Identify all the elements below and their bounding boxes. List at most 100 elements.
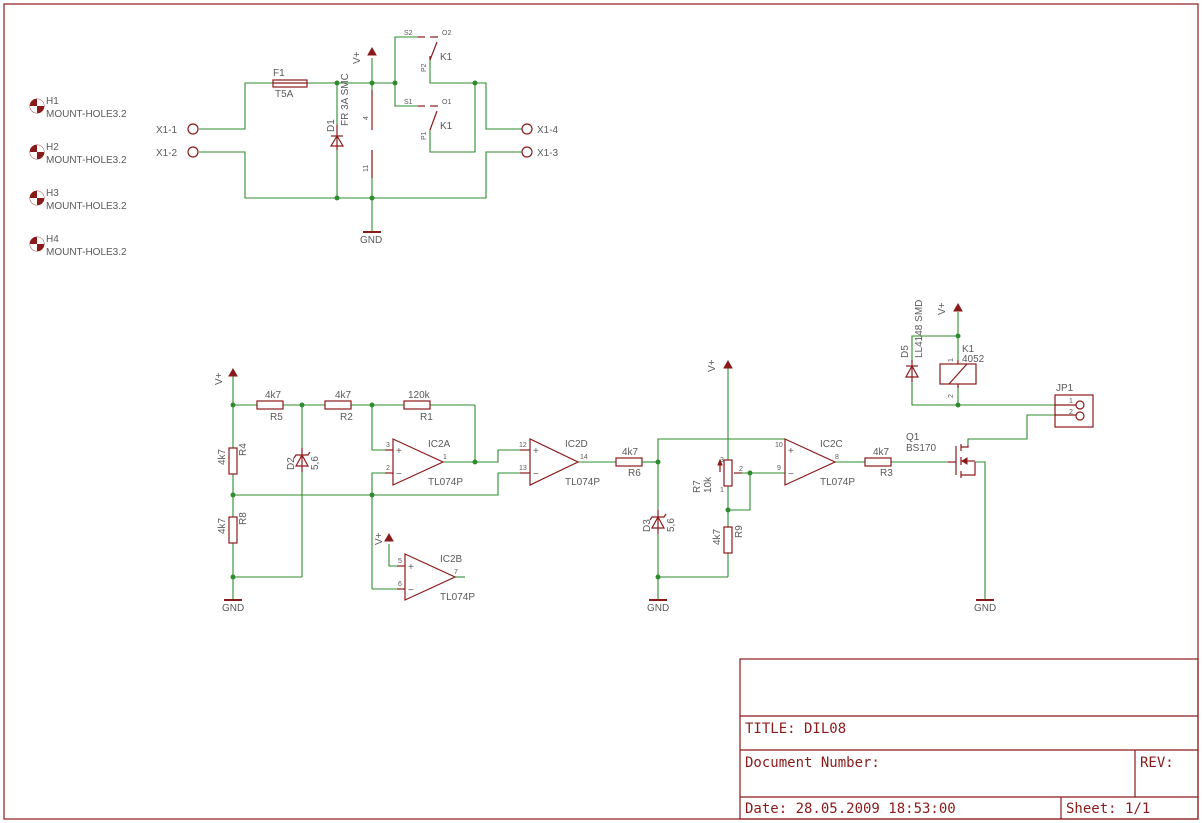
svg-text:6: 6 (398, 581, 402, 588)
mosfet-q1: Q1 BS170 (906, 432, 976, 478)
document-number-label: Document Number: (745, 755, 880, 771)
opamp-ic2b: + − 5 6 7 IC2B TL074P (397, 553, 475, 603)
mount-hole-h4: H4 MOUNT-HOLE3.2 (29, 234, 127, 258)
resistor-r3: 4k7 R3 (864, 447, 893, 479)
svg-text:4052: 4052 (962, 354, 985, 365)
svg-text:120k: 120k (408, 390, 431, 401)
svg-text:−: − (408, 585, 414, 596)
svg-text:FR 3A SMC: FR 3A SMC (340, 73, 351, 126)
svg-text:LL4148 SMD: LL4148 SMD (914, 300, 925, 358)
terminal-x1-4: X1-4 (521, 123, 559, 136)
resistor-r2: 4k7 R2 (324, 390, 353, 423)
svg-text:S2: S2 (404, 30, 413, 37)
svg-text:4k7: 4k7 (335, 390, 352, 401)
diode-d1: D1 FR 3A SMC (326, 73, 351, 150)
output-vplus: V+ (937, 302, 963, 315)
svg-text:1: 1 (720, 487, 724, 494)
stage1-gnd: GND (222, 599, 244, 614)
svg-text:R9: R9 (734, 525, 745, 538)
svg-text:3: 3 (386, 442, 390, 449)
resistor-r4: 4k7 R4 (217, 443, 249, 475)
svg-text:GND: GND (360, 235, 382, 246)
svg-text:BS170: BS170 (906, 443, 936, 454)
svg-text:V+: V+ (707, 359, 718, 372)
svg-text:Q1: Q1 (906, 432, 920, 443)
svg-text:GND: GND (222, 603, 244, 614)
zener-diode-d2: D2 5,6 (286, 448, 321, 472)
svg-text:4: 4 (363, 116, 370, 120)
date-text: Date: 28.05.2009 18:53:00 (745, 801, 956, 817)
svg-text:K1: K1 (440, 121, 453, 132)
svg-text:5,6: 5,6 (310, 456, 321, 470)
ic2b-vplus: V+ (374, 532, 394, 545)
hole-name: H2 (46, 142, 59, 153)
svg-text:9: 9 (777, 465, 781, 472)
stage2-vplus: V+ (707, 359, 733, 372)
title-text: TITLE: DIL08 (745, 721, 846, 737)
svg-text:IC2B: IC2B (440, 554, 463, 565)
hole-name: H1 (46, 96, 59, 107)
svg-text:V+: V+ (937, 302, 948, 315)
svg-text:TL074P: TL074P (565, 477, 600, 488)
svg-text:D3: D3 (642, 519, 653, 532)
svg-text:T5A: T5A (275, 89, 294, 100)
hole-value: MOUNT-HOLE3.2 (46, 201, 127, 212)
svg-text:1: 1 (443, 454, 447, 461)
svg-text:5: 5 (398, 558, 402, 565)
svg-text:7: 7 (454, 569, 458, 576)
svg-text:GND: GND (974, 603, 996, 614)
svg-text:2: 2 (739, 466, 743, 473)
svg-text:V+: V+ (352, 51, 363, 64)
relay-contact-top: S2 O2 P2 K1 (404, 30, 453, 72)
mount-hole-h1: H1 MOUNT-HOLE3.2 (29, 96, 127, 120)
gnd-symbol: GND (360, 231, 382, 246)
svg-text:S1: S1 (404, 99, 413, 106)
opamp-ic2d: + − 12 13 14 IC2D TL074P (519, 438, 600, 488)
hole-value: MOUNT-HOLE3.2 (46, 109, 127, 120)
svg-text:V+: V+ (214, 372, 225, 385)
svg-text:2: 2 (386, 465, 390, 472)
svg-text:4k7: 4k7 (712, 528, 723, 545)
svg-text:−: − (396, 469, 402, 480)
terminal-x1-2: X1-2 (156, 146, 199, 159)
svg-text:14: 14 (580, 454, 588, 461)
svg-text:R7: R7 (692, 480, 703, 493)
relay-contact-bottom: S1 O1 P1 K1 (404, 99, 453, 140)
svg-text:D2: D2 (286, 457, 297, 470)
jumper-jp1: JP1 1 2 (1054, 383, 1094, 428)
svg-text:D5: D5 (900, 345, 911, 358)
opamp-ic2c: + − 10 9 8 IC2C TL074P (775, 438, 855, 488)
rev-label: REV: (1140, 755, 1174, 771)
svg-text:2: 2 (948, 394, 955, 398)
svg-text:R4: R4 (238, 443, 249, 456)
svg-text:4k7: 4k7 (217, 517, 228, 534)
hole-name: H3 (46, 188, 59, 199)
svg-text:GND: GND (647, 603, 669, 614)
svg-text:R2: R2 (340, 412, 353, 423)
svg-text:TL074P: TL074P (440, 592, 475, 603)
hole-name: H4 (46, 234, 59, 245)
svg-text:3: 3 (720, 457, 724, 464)
power-section: X1-1 X1-2 X1-4 X1-3 F1 T5A D1 FR 3A SMC (156, 30, 559, 246)
svg-text:−: − (788, 469, 794, 480)
terminal-x1-3: X1-3 (521, 146, 559, 159)
svg-text:R1: R1 (420, 412, 433, 423)
svg-text:O1: O1 (442, 99, 451, 106)
drawing-frame (3, 3, 1199, 820)
svg-text:P1: P1 (421, 131, 428, 140)
svg-text:R5: R5 (270, 412, 283, 423)
svg-text:4k7: 4k7 (217, 448, 228, 465)
resistor-r1: 120k R1 (403, 390, 433, 423)
zener-diode-d3: D3 5,6 (642, 510, 677, 534)
title-block: TITLE: DIL08 Document Number: REV: Date:… (739, 658, 1199, 820)
resistor-r8: 4k7 R8 (217, 512, 249, 544)
svg-text:JP1: JP1 (1056, 383, 1074, 394)
mount-hole-h3: H3 MOUNT-HOLE3.2 (29, 188, 127, 212)
svg-text:R8: R8 (238, 512, 249, 525)
svg-text:X1-2: X1-2 (156, 148, 178, 159)
svg-text:X1-1: X1-1 (156, 125, 178, 136)
svg-text:8: 8 (835, 454, 839, 461)
relay-coil-k1: K1 4052 1 2 (939, 344, 985, 398)
svg-text:TL074P: TL074P (820, 477, 855, 488)
svg-text:−: − (533, 469, 539, 480)
